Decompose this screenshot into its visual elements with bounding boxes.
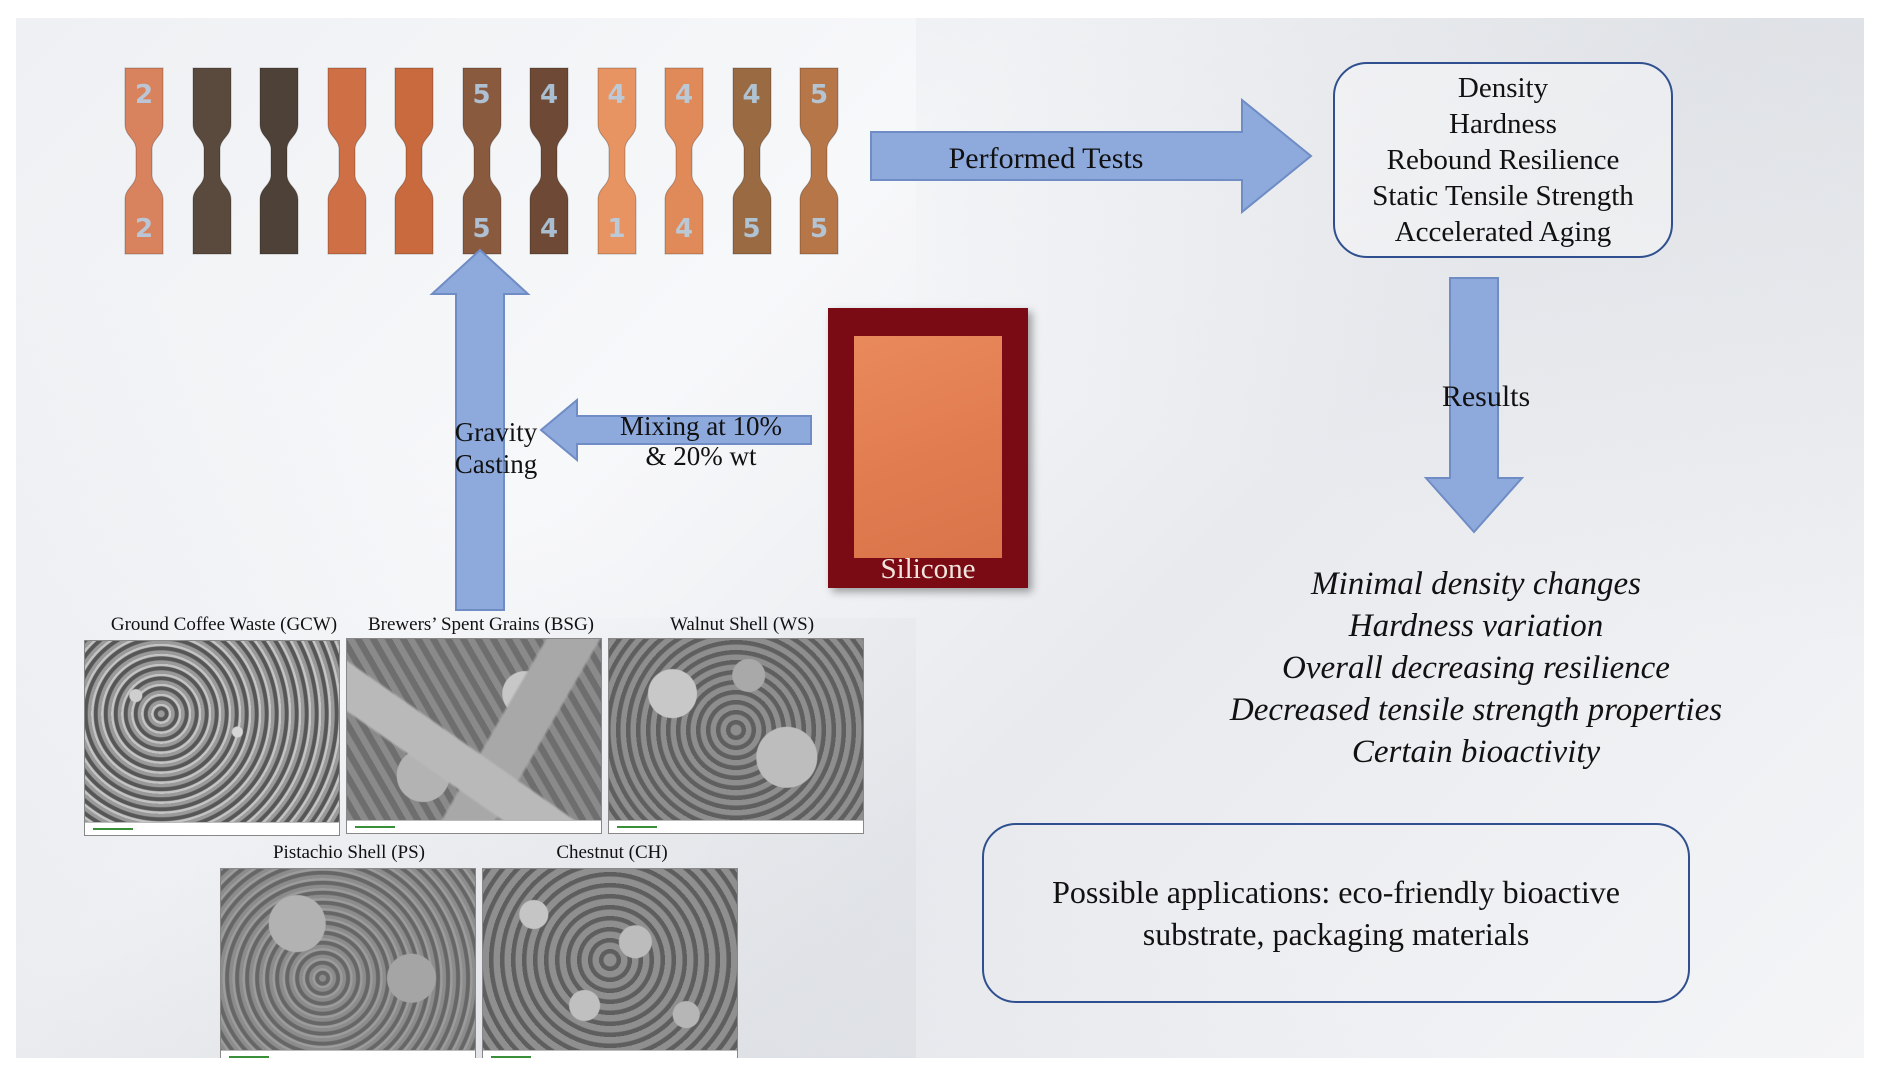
dumbbell-shape	[124, 67, 164, 255]
sample-number-top: 5	[809, 80, 829, 110]
test-accelerated-aging: Accelerated Aging	[1394, 216, 1612, 248]
test-hardness: Hardness	[1449, 108, 1557, 140]
sample-number-top: 4	[607, 80, 626, 110]
silicone-label: Silicone	[880, 553, 976, 585]
dumbbell-shape	[394, 67, 434, 255]
applications-box: Possible applications: eco-friendly bioa…	[982, 823, 1690, 1003]
result-item: Certain bioactivity	[1351, 734, 1601, 770]
sem-scale-bar	[221, 1050, 475, 1058]
tensile-sample	[391, 66, 437, 256]
gravity-casting-label: Gravity Casting	[426, 416, 566, 480]
sample-number-top: 4	[742, 80, 761, 110]
mixing-line1: Mixing at 10%	[620, 411, 782, 441]
mixing-arrow	[539, 397, 812, 463]
dumbbell-shape	[529, 67, 569, 255]
test-density: Density	[1457, 72, 1549, 104]
dumbbell-shape	[192, 67, 231, 255]
sample-number-bottom: 5	[742, 214, 761, 244]
gravity-casting-line1: Gravity	[454, 417, 538, 447]
sem-image-ws	[608, 638, 864, 834]
performed-tests-arrow	[870, 97, 1313, 215]
result-item: Overall decreasing resilience	[1282, 650, 1670, 686]
filler-title-ch: Chestnut (CH)	[556, 842, 668, 863]
sample-number-bottom: 5	[472, 214, 491, 244]
sem-scale-bar	[85, 822, 339, 835]
sem-image-ps	[220, 868, 476, 1058]
dumbbell-shape	[259, 67, 299, 255]
result-item: Decreased tensile strength properties	[1229, 692, 1723, 728]
sample-number-bottom: 4	[674, 214, 694, 244]
sem-scale-bar	[609, 820, 863, 833]
gravity-casting-arrow	[429, 248, 531, 611]
test-static-tensile-strength: Static Tensile Strength	[1372, 180, 1634, 212]
sem-micrograph	[347, 639, 601, 821]
sample-number-bottom: 5	[809, 214, 829, 244]
dumbbell-shape	[462, 67, 501, 255]
sample-number-bottom: 2	[134, 214, 154, 244]
dumbbell-shape	[664, 67, 704, 255]
sem-micrograph	[609, 639, 863, 821]
filler-title-ps: Pistachio Shell (PS)	[272, 842, 425, 863]
dumbbell-shape	[597, 67, 636, 255]
mixing-line2: & 20% wt	[645, 441, 757, 471]
dumbbell-shape	[732, 67, 771, 255]
sem-scale-bar	[483, 1050, 737, 1058]
filler-title-ws: Walnut Shell (WS)	[669, 614, 815, 635]
sample-number-top: 2	[134, 80, 154, 110]
gravity-casting-line2: Casting	[454, 449, 538, 479]
dumbbell-shape	[327, 67, 366, 255]
results-label: Results	[1441, 380, 1531, 413]
result-item: Hardness variation	[1348, 608, 1604, 644]
sample-number-bottom: 1	[607, 214, 626, 244]
dumbbell-shape	[799, 67, 839, 255]
results-arrow	[1423, 277, 1525, 534]
performed-tests-label: Performed Tests	[948, 142, 1144, 175]
tests-box: Density Hardness Rebound Resilience Stat…	[1333, 62, 1673, 258]
tensile-sample	[324, 66, 370, 256]
sem-micrograph	[483, 869, 737, 1051]
filler-title-bsg: Brewers’ Spent Grains (BSG)	[367, 614, 595, 635]
background-facet	[916, 18, 1864, 638]
sem-image-gcw	[84, 640, 340, 836]
filler-title-gcw: Ground Coffee Waste (GCW)	[110, 614, 338, 635]
silicone-sheet	[854, 336, 1002, 558]
sem-scale-bar	[347, 820, 601, 833]
silicone-sample-photo: Silicone	[828, 308, 1028, 588]
sample-number-top: 5	[472, 80, 491, 110]
results-list: Minimal density changes Hardness variati…	[1176, 563, 1776, 773]
sample-number-top: 4	[539, 80, 559, 110]
tensile-sample	[189, 66, 235, 256]
tensile-sample	[256, 66, 302, 256]
sample-number-top: 4	[674, 80, 694, 110]
sem-micrograph	[85, 641, 339, 823]
mixing-label: Mixing at 10% & 20% wt	[601, 411, 801, 471]
sem-micrograph	[221, 869, 475, 1051]
result-item: Minimal density changes	[1311, 566, 1641, 602]
sem-image-ch	[482, 868, 738, 1058]
test-rebound-resilience: Rebound Resilience	[1386, 144, 1620, 176]
sample-number-bottom: 4	[539, 214, 559, 244]
sem-image-bsg	[346, 638, 602, 834]
